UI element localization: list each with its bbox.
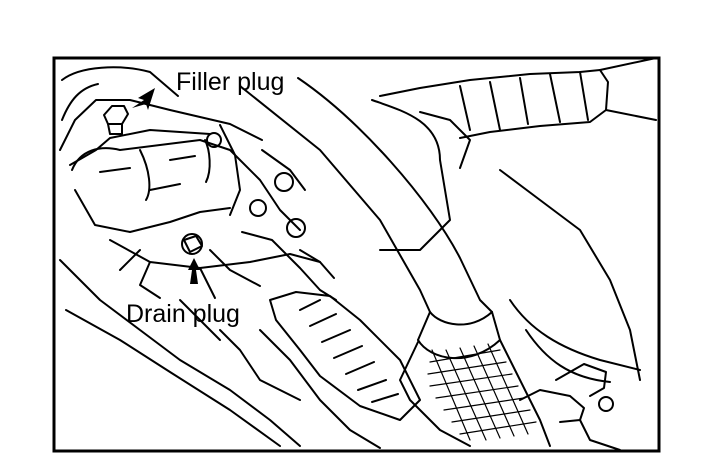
drive-shaft-boot — [259, 291, 421, 449]
filler-plug-label: Filler plug — [176, 68, 285, 96]
drain-arrow — [188, 258, 200, 284]
drain-plug-bolt — [181, 233, 203, 255]
drain-plug-label: Drain plug — [126, 300, 240, 328]
filler-arrow — [132, 88, 155, 110]
hatched-grip — [427, 343, 537, 441]
filler-plug-bolt — [103, 105, 129, 135]
housing-outline — [61, 66, 179, 121]
upper-right-assembly — [371, 57, 657, 381]
transmission-case — [71, 139, 301, 231]
figure-frame — [52, 56, 661, 453]
lower-right-mechanism — [509, 299, 641, 451]
